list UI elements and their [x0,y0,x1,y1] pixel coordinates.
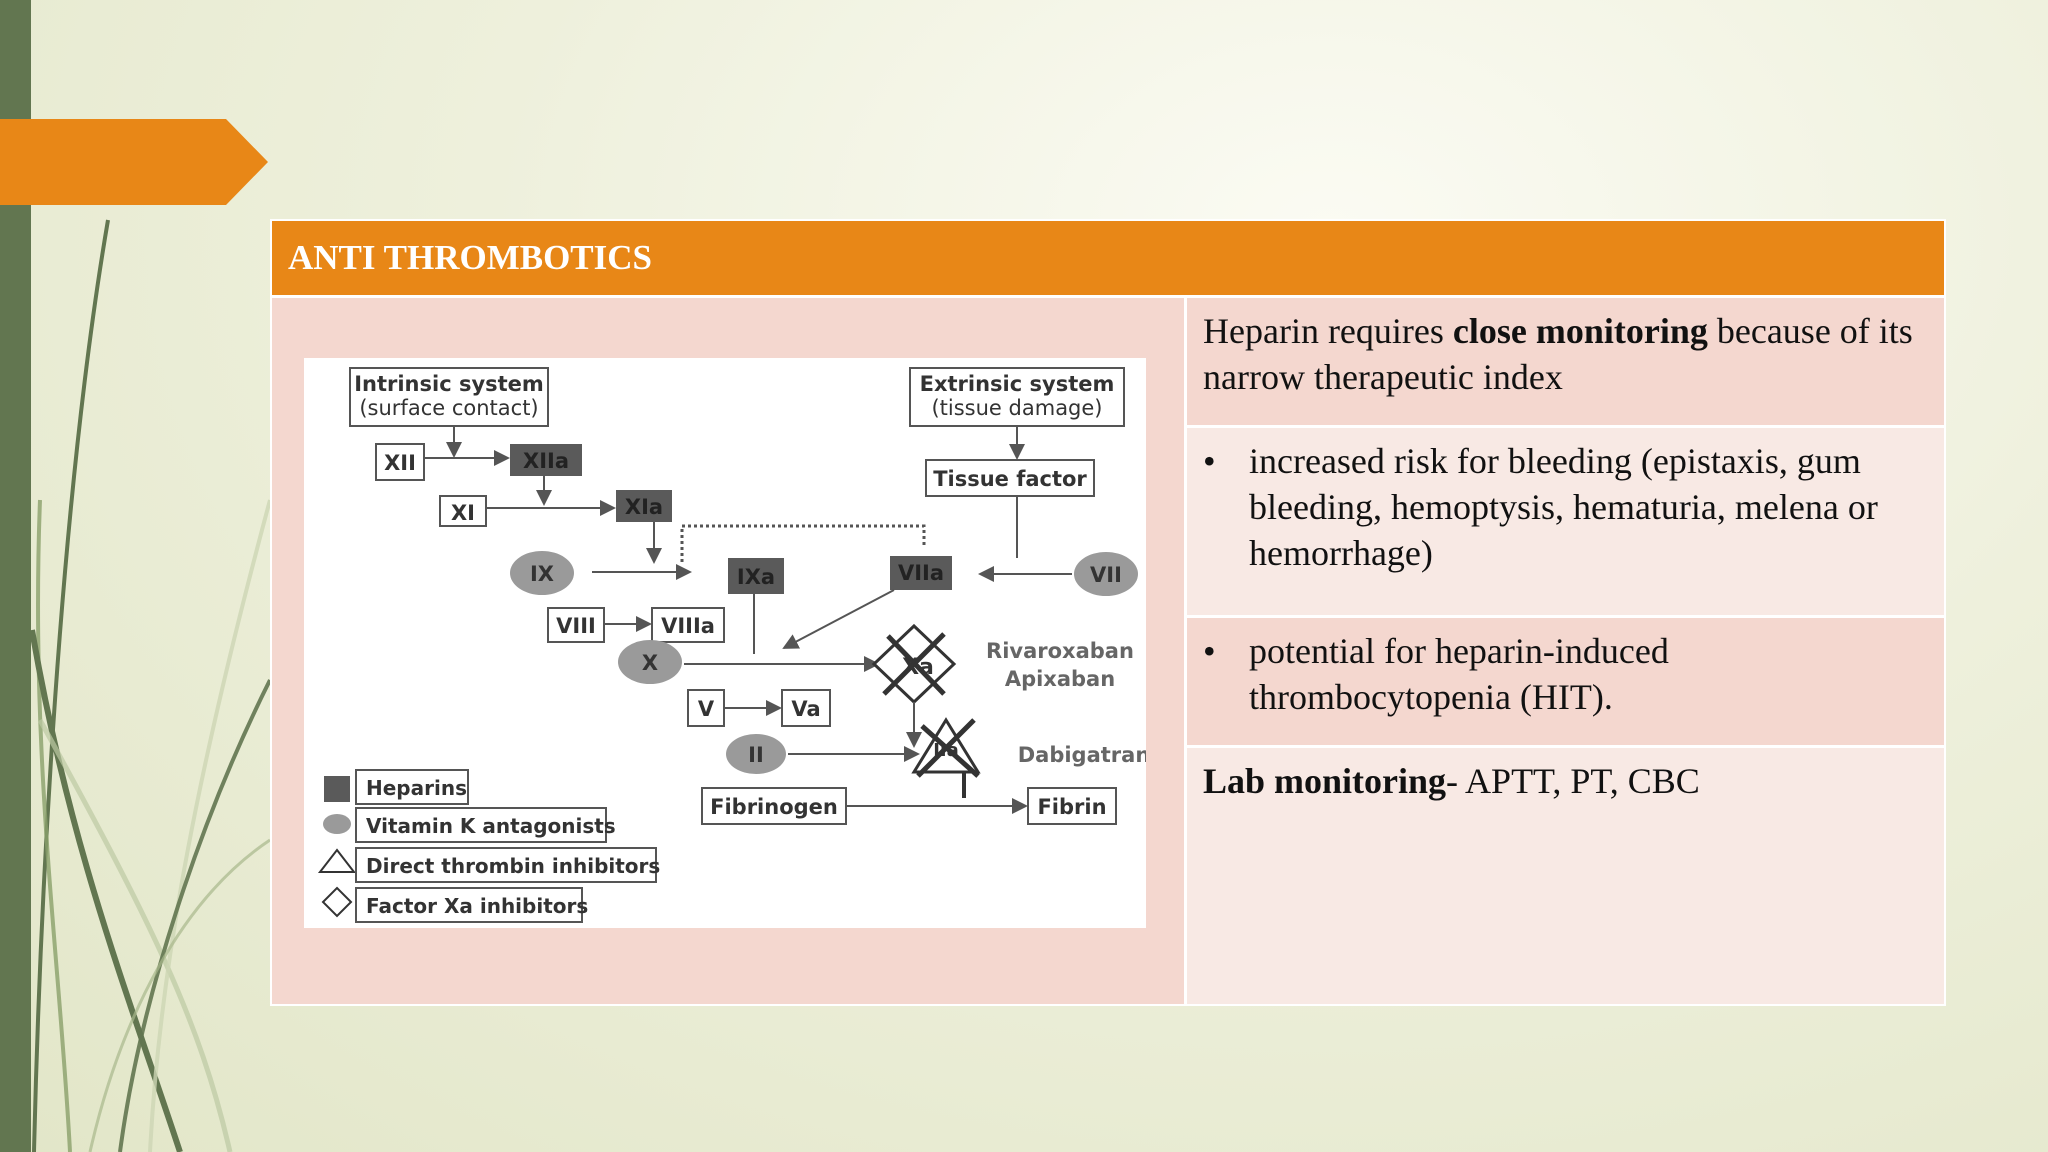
factor-viii-box [547,607,605,643]
legend-dti-box [355,847,657,883]
factor-va: Va [791,697,820,721]
factor-xa: Xa [902,655,934,680]
intro-text: Heparin requires [1203,311,1453,351]
factor-v-box [687,689,725,727]
factor-ixa-box [728,558,784,594]
factor-ixa: IXa [737,565,775,589]
intrinsic-system-box [349,367,549,427]
factor-vii: VII [1090,563,1122,587]
legend-vka: Vitamin K antagonists [366,814,616,838]
legend-heparins: Heparins [366,776,467,800]
bullet-text-hit: potential for heparin-induced thrombocyt… [1249,631,1669,717]
legend-heparins-box [355,769,469,805]
extrinsic-system-box [909,367,1125,427]
factor-ii-ellipse [726,734,786,774]
decorative-grass [29,219,272,1152]
bullet-item-hit: • potential for heparin-induced thromboc… [1203,628,1930,720]
factor-xia: XIa [625,495,663,519]
rivaroxaban-label: Rivaroxaban [986,639,1134,663]
factor-xii-box [375,443,425,481]
coagulation-cascade-diagram: Intrinsic system (surface contact) Extri… [304,358,1150,928]
factor-vii-ellipse [1074,552,1138,596]
tissue-factor-box [925,459,1095,497]
factor-viiia-box [651,607,725,643]
legend-fxa: Factor Xa inhibitors [366,894,588,918]
orange-arrow-shape [0,119,268,205]
legend-vka-box [355,807,607,843]
factor-viia-box [890,556,952,590]
factor-xii: XII [384,451,416,475]
factor-viia: VIIa [898,561,944,585]
dabigatran-label: Dabigatran [1018,743,1146,767]
legend-fxa-swatch [321,886,353,918]
content-table: ANTI THROMBOTICS Intrinsic system (surfa… [270,219,1946,1006]
tissue-factor: Tissue factor [933,467,1087,491]
factor-xiia: XIIa [523,449,569,473]
legend-heparins-swatch [324,776,350,802]
fibrin-box [1027,787,1117,825]
extrinsic-title: Extrinsic system [920,372,1115,396]
legend-dti-swatch [317,848,357,873]
factor-va-box [781,689,831,727]
slide-title: ANTI THROMBOTICS [272,221,1944,295]
intro-cell: Heparin requires close monitoring becaus… [1187,298,1944,425]
lab-monitoring-text: - APTT, PT, CBC [1446,761,1700,801]
factor-xi-box [439,495,487,527]
bullet-icon: • [1203,631,1216,671]
factor-v: V [698,697,715,721]
factor-viii: VIII [556,614,596,638]
lab-monitoring-label: Lab monitoring [1203,761,1447,801]
factor-xia-box [616,490,672,522]
fibrin: Fibrin [1037,795,1106,819]
factor-ix-ellipse [510,551,574,595]
lab-monitoring-cell: Lab monitoring- APTT, PT, CBC [1187,748,1944,1004]
bullet-icon: • [1203,441,1216,481]
factor-ii: II [748,743,764,767]
bullet-text-bleeding: increased risk for bleeding (epistaxis, … [1249,441,1878,573]
legend-vka-swatch [323,814,351,834]
factor-viiia: VIIIa [661,614,715,638]
bleeding-risk-cell: • increased risk for bleeding (epistaxis… [1187,428,1944,615]
diagram-cell: Intrinsic system (surface contact) Extri… [272,298,1184,1004]
hit-cell: • potential for heparin-induced thromboc… [1187,618,1944,745]
intro-text-end: because of its narrow therapeutic index [1203,311,1913,397]
fibrinogen: Fibrinogen [710,795,838,819]
legend-fxa-box [355,887,583,923]
legend-dti: Direct thrombin inhibitors [366,854,660,878]
factor-iia: IIa [933,740,959,761]
factor-x-ellipse [618,640,682,684]
intro-bold-text: close monitoring [1452,311,1708,351]
apixaban-label: Apixaban [1005,667,1115,691]
factor-xiia-box [510,444,582,476]
intrinsic-sub: (surface contact) [359,396,538,420]
bullet-item-bleeding: • increased risk for bleeding (epistaxis… [1203,438,1930,576]
intrinsic-title: Intrinsic system [354,372,544,396]
factor-xi: XI [451,501,475,525]
factor-ix: IX [530,562,554,586]
factor-x: X [642,651,658,675]
extrinsic-sub: (tissue damage) [931,396,1102,420]
